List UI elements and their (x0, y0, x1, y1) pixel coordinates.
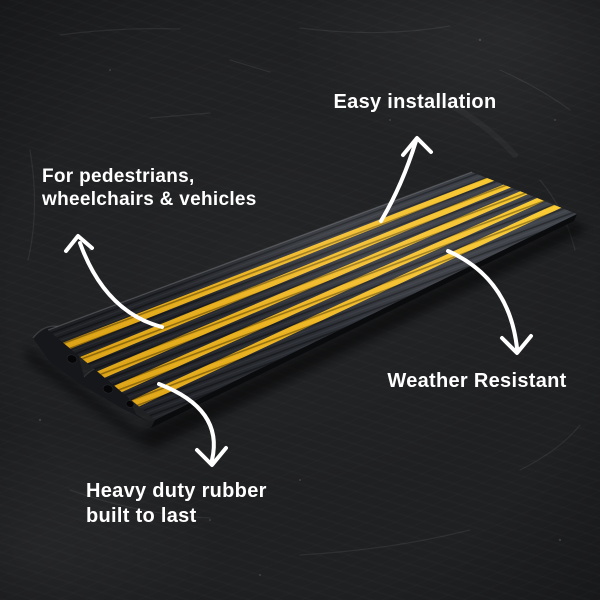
callout-label: Weather Resistant (387, 370, 567, 392)
weather-resistant-arrow (446, 249, 533, 355)
callout-easy-installation: Easy installation (295, 90, 535, 114)
ramp-shadow (25, 220, 588, 450)
background-scratch-texture (27, 25, 581, 576)
ramp-end-cap (33, 326, 150, 423)
ramp-sheen (48, 172, 577, 420)
callout-pedestrians: For pedestrians, wheelchairs & vehicles (42, 165, 257, 211)
ramp-illustration (25, 171, 588, 450)
easy-installation-arrow (379, 136, 433, 223)
pedestrians-arrow (64, 234, 164, 329)
heavy-duty-arrow (157, 382, 228, 467)
callout-weather-resistant: Weather Resistant (357, 369, 597, 393)
callout-label-line2: wheelchairs & vehicles (42, 189, 257, 210)
callout-label: Easy installation (333, 91, 497, 113)
ramp-end-holes (66, 354, 135, 408)
callout-heavy-duty: Heavy duty rubber built to last (86, 479, 267, 529)
ramp-front-edge-face (151, 214, 577, 428)
callout-label-line2: built to last (86, 505, 197, 527)
callout-label-line1: Heavy duty rubber (86, 480, 267, 502)
callout-label-line1: For pedestrians, (42, 166, 195, 187)
